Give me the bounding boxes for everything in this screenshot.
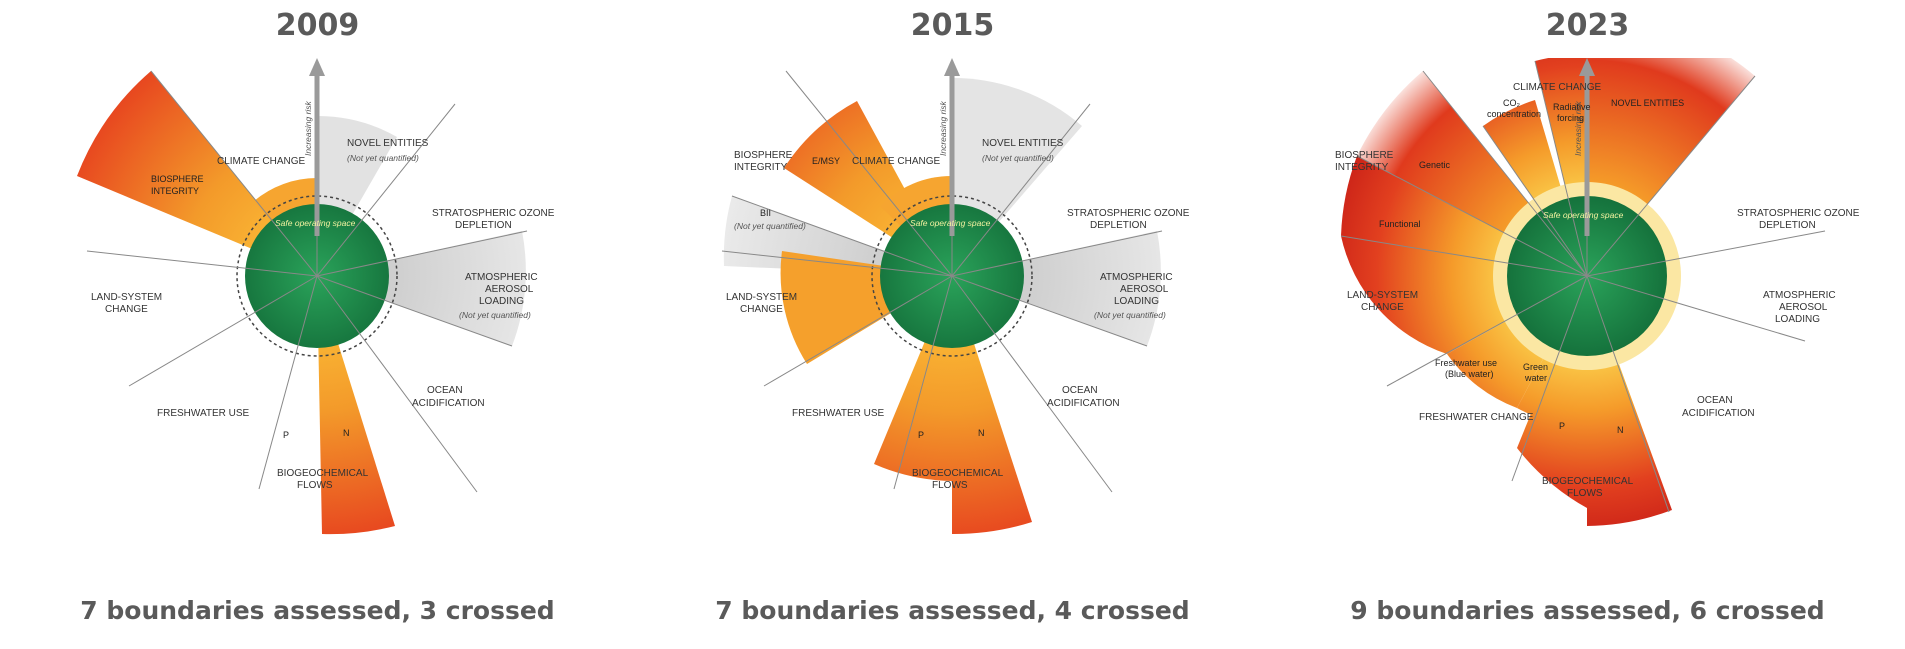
label-aero-2: AEROSOL <box>1779 302 1828 313</box>
label-n: N <box>1617 425 1624 435</box>
label-ocean-2: ACIDIFICATION <box>1682 408 1755 419</box>
boundaries-diagram-2015: Increasing risk Safe operating space CLI… <box>721 58 1190 535</box>
label-co2-2: concentration <box>1487 109 1541 119</box>
axis-label: Increasing risk <box>1573 100 1583 156</box>
label-novel-entities: NOVEL ENTITIES <box>1611 98 1684 108</box>
label-bios-1: BIOSPHERE <box>151 174 204 184</box>
label-emsy: E/MSY <box>812 156 840 166</box>
boundaries-diagram-2023: Increasing risk Safe operating space CLI… <box>1335 58 1860 526</box>
label-bio-2: FLOWS <box>932 480 968 491</box>
label-n: N <box>343 428 350 438</box>
panel-caption: 7 boundaries assessed, 3 crossed <box>80 596 555 625</box>
label-bio-1: BIOGEOCHEMICAL <box>1542 476 1634 487</box>
label-ocean-1: OCEAN <box>1697 395 1733 406</box>
safe-space-label: Safe operating space <box>1543 210 1624 220</box>
label-bio-1: BIOGEOCHEMICAL <box>277 468 369 479</box>
boundary-circle <box>871 195 1033 357</box>
label-land-2: CHANGE <box>105 304 148 315</box>
label-climate-change: CLIMATE CHANGE <box>1513 82 1601 93</box>
label-p: P <box>283 430 289 440</box>
label-aero-note: (Not yet quantified) <box>1094 310 1166 320</box>
label-land-2: CHANGE <box>740 304 783 315</box>
safe-space-label: Safe operating space <box>910 218 991 228</box>
label-aero-1: ATMOSPHERIC <box>1100 272 1173 283</box>
label-n: N <box>978 428 985 438</box>
boundary-circle <box>236 195 398 357</box>
label-bio-2: FLOWS <box>1567 488 1603 499</box>
label-strat-1: STRATOSPHERIC OZONE <box>432 208 555 219</box>
label-bii-note: (Not yet quantified) <box>734 221 806 231</box>
panel-caption: 9 boundaries assessed, 6 crossed <box>1350 596 1825 625</box>
label-bios-1: BIOSPHERE <box>1335 150 1394 161</box>
label-aero-1: ATMOSPHERIC <box>465 272 538 283</box>
panel-caption: 7 boundaries assessed, 4 crossed <box>715 596 1190 625</box>
safe-space-label: Safe operating space <box>275 218 356 228</box>
label-freshwater: FRESHWATER CHANGE <box>1419 412 1534 423</box>
biosphere-integrity-wedge <box>77 71 317 276</box>
label-ocean-2: ACIDIFICATION <box>412 398 485 409</box>
label-novel-note: (Not yet quantified) <box>982 153 1054 163</box>
label-land-1: LAND-SYSTEM <box>726 292 797 303</box>
label-ocean-1: OCEAN <box>1062 385 1098 396</box>
label-climate-change: CLIMATE CHANGE <box>852 156 940 167</box>
label-novel-entities: NOVEL ENTITIES <box>347 138 429 149</box>
axis-label: Increasing risk <box>303 100 313 156</box>
label-climate-change: CLIMATE CHANGE <box>217 156 305 167</box>
label-bii: BII <box>760 208 771 218</box>
label-freshwater: FRESHWATER USE <box>792 408 885 419</box>
label-co2-1: CO₂ <box>1503 98 1521 108</box>
label-blue-1: Freshwater use <box>1435 358 1497 368</box>
label-aero-2: AEROSOL <box>1120 284 1169 295</box>
label-genetic: Genetic <box>1419 160 1451 170</box>
label-ocean-1: OCEAN <box>427 385 463 396</box>
label-bios-2: INTEGRITY <box>1335 162 1389 173</box>
label-novel-entities: NOVEL ENTITIES <box>982 138 1064 149</box>
label-strat-2: DEPLETION <box>1759 220 1816 231</box>
label-bios-1: BIOSPHERE <box>734 150 793 161</box>
label-aero-3: LOADING <box>1775 314 1820 325</box>
label-strat-2: DEPLETION <box>455 220 512 231</box>
label-land-1: LAND-SYSTEM <box>1347 290 1418 301</box>
label-bio-1: BIOGEOCHEMICAL <box>912 468 1004 479</box>
label-p: P <box>918 430 924 440</box>
label-rad-2: forcing <box>1557 113 1584 123</box>
label-strat-2: DEPLETION <box>1090 220 1147 231</box>
label-freshwater: FRESHWATER USE <box>157 408 250 419</box>
label-strat-1: STRATOSPHERIC OZONE <box>1067 208 1190 219</box>
label-rad-1: Radiative <box>1553 102 1591 112</box>
label-aero-3: LOADING <box>1114 296 1159 307</box>
label-land-1: LAND-SYSTEM <box>91 292 162 303</box>
panel-year: 2015 <box>910 8 995 43</box>
label-blue-2: (Blue water) <box>1445 369 1494 379</box>
label-aero-1: ATMOSPHERIC <box>1763 290 1836 301</box>
axis-label: Increasing risk <box>938 100 948 156</box>
label-aero-note: (Not yet quantified) <box>459 310 531 320</box>
panel-2023: 2023 <box>1270 0 1905 649</box>
label-land-2: CHANGE <box>1361 302 1404 313</box>
label-strat-1: STRATOSPHERIC OZONE <box>1737 208 1860 219</box>
label-aero-2: AEROSOL <box>485 284 534 295</box>
label-ocean-2: ACIDIFICATION <box>1047 398 1120 409</box>
label-aero-3: LOADING <box>479 296 524 307</box>
label-bio-2: FLOWS <box>297 480 333 491</box>
label-green-1: Green <box>1523 362 1548 372</box>
label-bios-2: INTEGRITY <box>151 186 199 196</box>
aerosol-wedge <box>317 231 526 346</box>
panel-year: 2023 <box>1545 8 1630 43</box>
label-green-2: water <box>1524 373 1547 383</box>
land-system-wedge <box>1341 236 1587 354</box>
label-bios-2: INTEGRITY <box>734 162 788 173</box>
panel-2009: 2009 Increasing risk Safe operating <box>0 0 635 649</box>
label-functional: Functional <box>1379 219 1421 229</box>
panel-2015: 2015 Increasing risk Safe operating spac… <box>635 0 1270 649</box>
label-novel-note: (Not yet quantified) <box>347 153 419 163</box>
boundaries-diagram-2009: Increasing risk Safe operating space CLI… <box>77 58 555 535</box>
aerosol-wedge <box>952 231 1161 346</box>
panel-year: 2009 <box>275 8 360 43</box>
label-p: P <box>1559 421 1565 431</box>
